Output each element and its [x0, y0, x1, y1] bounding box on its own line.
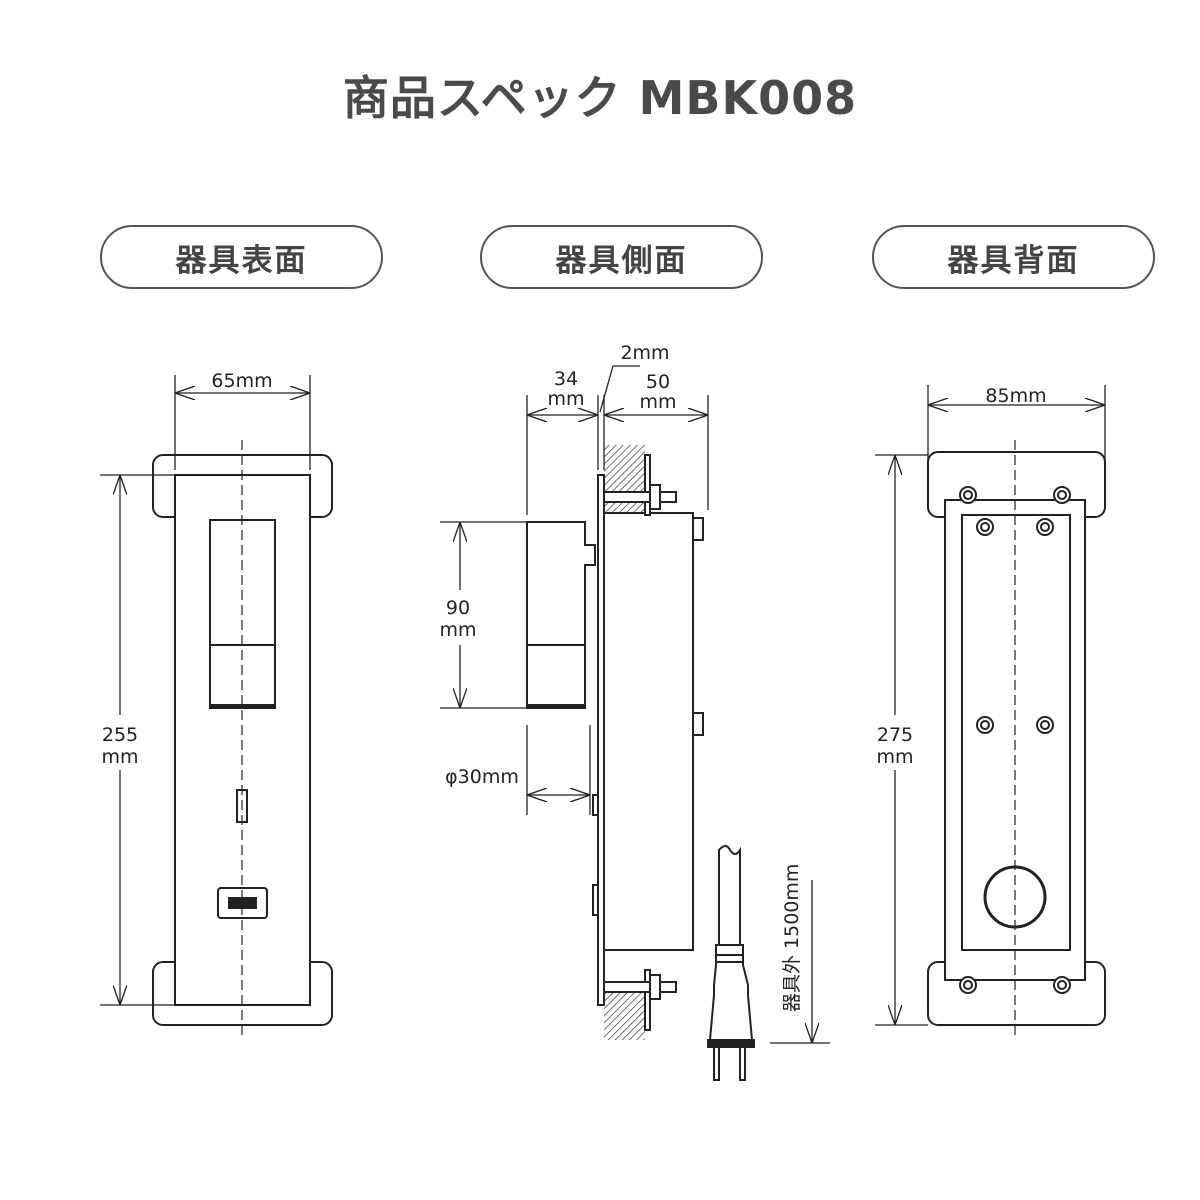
screw-icons	[959, 486, 1071, 994]
page-title: 商品スペック MBK008	[342, 71, 858, 125]
front-depth-dim: 34	[554, 368, 578, 390]
side-box	[603, 512, 694, 951]
back-width-dim: 85mm	[985, 385, 1046, 407]
front-height-dim: 255	[102, 724, 138, 746]
sensor-height-dim: 90	[446, 597, 470, 619]
power-cord	[718, 845, 741, 946]
wall-bottom	[604, 985, 645, 1040]
front-view-label: 器具表面	[100, 225, 383, 289]
side-dimensions	[440, 365, 830, 1044]
back-view-label: 器具背面	[872, 225, 1155, 289]
sensor-height-unit: mm	[439, 619, 476, 641]
front-width-dim: 65mm	[211, 370, 272, 392]
sensor-diameter-dim: φ30mm	[445, 766, 519, 788]
plate-thickness-dim: 2mm	[620, 342, 669, 364]
front-dimensions	[100, 375, 311, 1006]
back-height-unit: mm	[876, 746, 913, 768]
back-depth-dim: 50	[646, 371, 670, 393]
front-height-unit: mm	[101, 746, 138, 768]
front-view	[100, 375, 333, 1035]
sensor-block	[526, 521, 596, 709]
front-depth-unit: mm	[547, 388, 584, 410]
side-view-label: 器具側面	[480, 225, 763, 289]
side-view	[440, 365, 830, 1081]
wall-top	[604, 445, 645, 515]
cord-length-dim: 器具外 1500mm	[781, 864, 803, 1012]
plug	[708, 944, 754, 1041]
back-height-dim: 275	[877, 724, 913, 746]
back-dimensions	[875, 385, 1106, 1026]
back-view	[875, 385, 1106, 1035]
back-depth-unit: mm	[639, 391, 676, 413]
